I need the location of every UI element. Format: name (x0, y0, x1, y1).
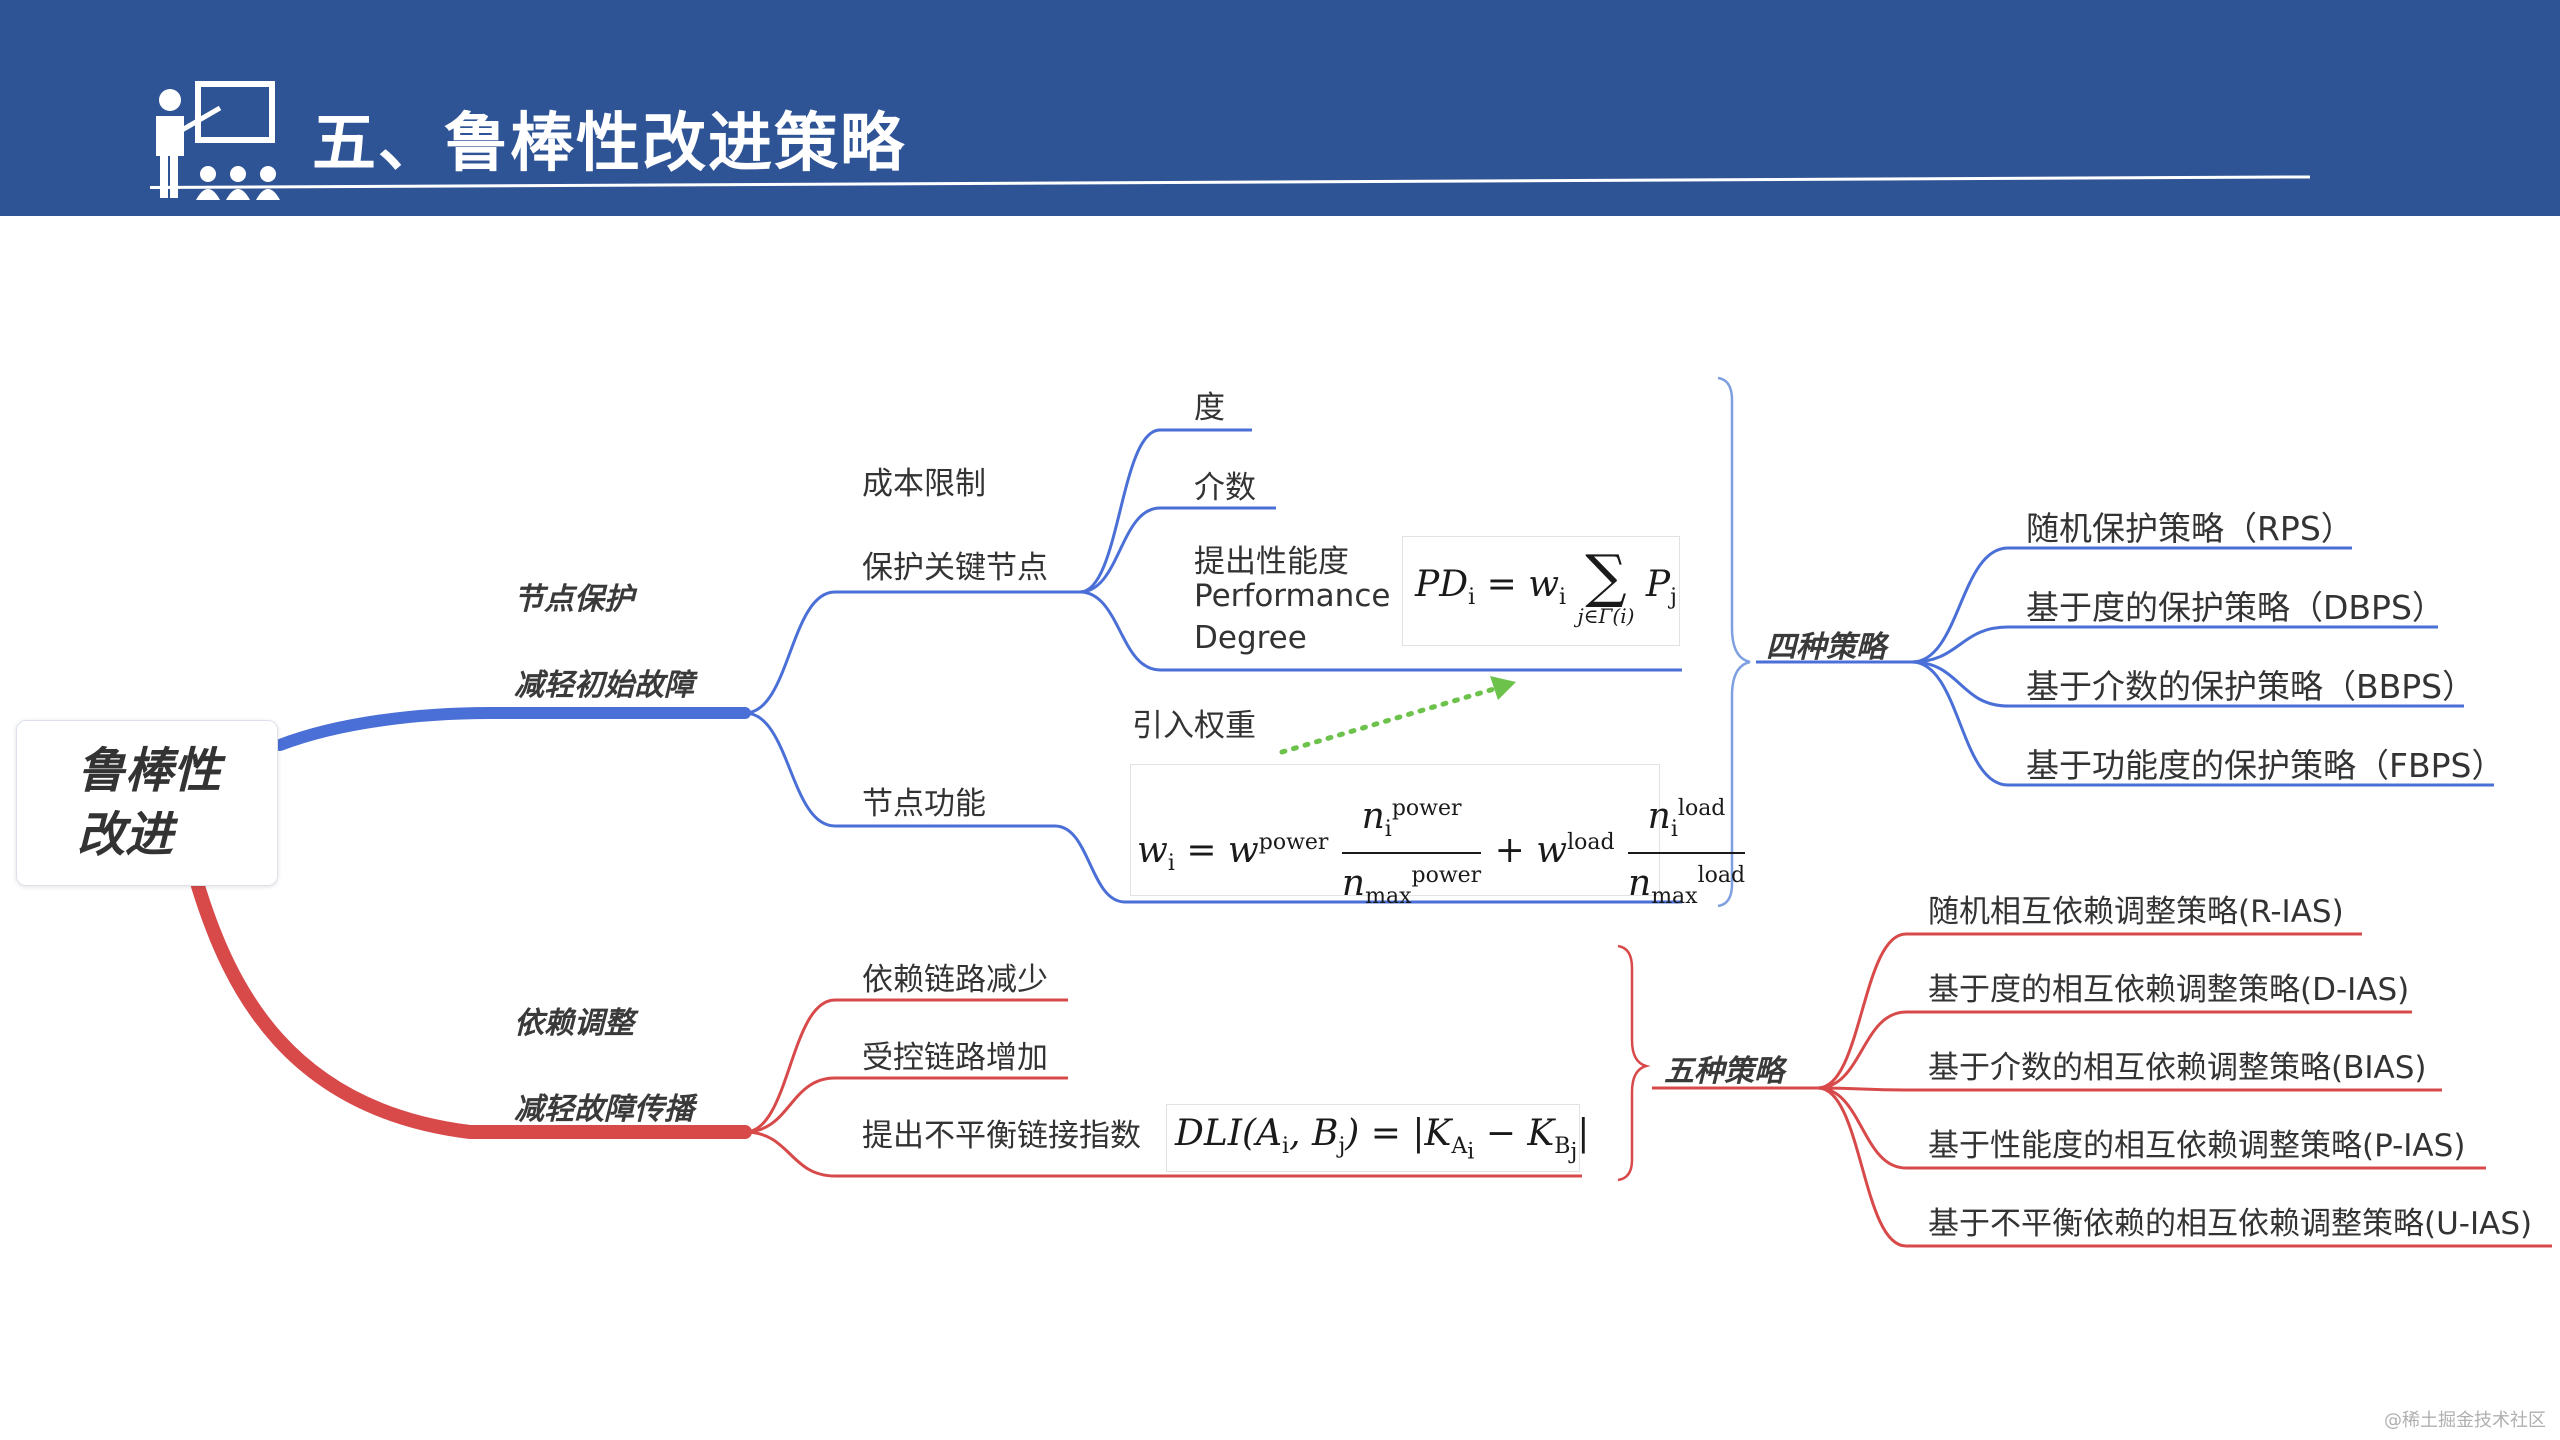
introduce-weight-label: 引入权重 (1132, 708, 1256, 744)
performance-degree-formula: PDi = wi ∑j∈Γ(i) Pj (1402, 536, 1680, 646)
cost-limit-label: 成本限制 (862, 466, 986, 502)
pd-sum: ∑j∈Γ(i) (1577, 542, 1635, 628)
watermark: @稀土掘金技术社区 (2384, 1410, 2546, 1431)
four-strategy-item: 随机保护策略（RPS） (2026, 509, 2354, 548)
root-label: 鲁棒性 改进 (77, 739, 277, 867)
dli-index-label: 提出不平衡链接指数 (862, 1118, 1141, 1154)
five-strategies-title: 五种策略 (1664, 1054, 1784, 1089)
four-strategy-item: 基于介数的保护策略（BBPS） (2026, 667, 2476, 706)
increase-controlled-links-label: 受控链路增加 (862, 1040, 1048, 1076)
pd-lhs: PDi = wi (1415, 564, 1567, 611)
root-label-line1: 鲁棒性 (77, 743, 222, 799)
red-brace (1617, 944, 1651, 1182)
reduce-dependency-links-label: 依赖链路减少 (862, 962, 1048, 998)
reduce-failure-propagation-label: 减轻故障传播 (514, 1092, 694, 1127)
blue-trunk-line (274, 707, 751, 751)
five-item-3-line (1817, 1086, 2442, 1092)
four-strategy-item: 基于功能度的保护策略（FBPS） (2026, 746, 2505, 785)
five-strategy-item: 随机相互依赖调整策略(R-IAS) (1928, 894, 2344, 930)
weight-arrow (1279, 683, 1507, 755)
header-banner: 五、鲁棒性改进策略 (0, 0, 2560, 216)
five-strategy-item: 基于介数的相互依赖调整策略(BIAS) (1928, 1050, 2427, 1086)
node-function-label: 节点功能 (862, 786, 986, 822)
betweenness-label: 介数 (1194, 470, 1256, 506)
dli-formula: DLI(Ai, Bj) = |KAi − KBj| (1166, 1104, 1589, 1172)
four-strategies-title: 四种策略 (1766, 630, 1886, 665)
weight-arrow-head (1490, 676, 1516, 700)
four-strategy-item: 基于度的保护策略（DBPS） (2026, 588, 2445, 627)
four-item-2-line (1911, 625, 2438, 664)
protect-key-node-label: 保护关键节点 (862, 550, 1048, 586)
dli-expression: DLI(Ai, Bj) = |KAi − KBj| (1175, 1113, 1590, 1165)
dependency-adjust-label: 依赖调整 (514, 1006, 634, 1041)
five-strategy-item: 基于不平衡依赖的相互依赖调整策略(U-IAS) (1928, 1206, 2533, 1242)
blue-split-upper (744, 590, 1080, 715)
five-strategy-item: 基于度的相互依赖调整策略(D-IAS) (1928, 972, 2410, 1008)
node-protection-label: 节点保护 (514, 582, 634, 617)
five-strategy-item: 基于性能度的相互依赖调整策略(P-IAS) (1928, 1128, 2466, 1164)
w-lhs: wi = wpower (1137, 830, 1329, 877)
root-label-line2: 改进 (77, 807, 174, 863)
root-node: 鲁棒性 改进 (16, 720, 278, 886)
performance-degree-label-en1: Performance (1194, 578, 1391, 614)
degree-label: 度 (1194, 390, 1225, 426)
reduce-initial-failure-label: 减轻初始故障 (514, 668, 694, 703)
page-title: 五、鲁棒性改进策略 (312, 107, 906, 181)
teacher-icon (156, 81, 280, 200)
w-plus: + wload (1494, 830, 1615, 872)
performance-degree-label-en2: Degree (1194, 620, 1307, 656)
performance-degree-label-cn: 提出性能度 (1194, 544, 1349, 580)
pd-rhs: Pj (1645, 564, 1677, 611)
